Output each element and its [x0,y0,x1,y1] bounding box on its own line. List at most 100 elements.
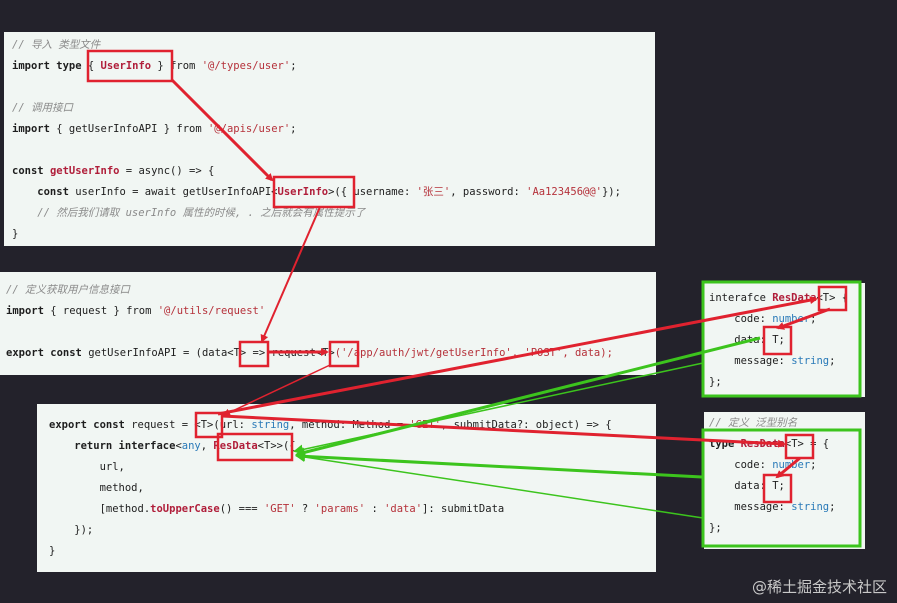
code-token: // 然后我们请取 userInfo 属性的时候, . 之后就会有属性提示了 [12,207,366,219]
code-panel-resdata-interface: interafce ResData<T> { code: number; dat… [704,283,865,397]
code-line: data: T; [709,479,785,493]
code-token: ; [290,60,297,72]
code-token: , submitData?: object) => { [440,419,612,431]
code-line: // 导入 类型文件 [12,38,100,52]
code-token: ; [829,501,836,513]
arrow-request-def-to-interface [217,296,818,416]
code-token: toUpperCase [150,503,220,515]
code-token: string [251,419,290,431]
arrow-generic-to-api-param [260,206,321,343]
code-token: const [12,165,50,177]
highlight-resdata-return [216,432,294,462]
highlight-t-request-def [194,411,224,439]
code-token: ? [295,503,315,515]
arrow-request-call-to-def [222,364,331,417]
code-token: '@/types/user' [201,60,291,72]
code-token: data: T; [709,480,785,492]
code-token: <T> [227,347,247,359]
code-token: () === [219,503,264,515]
highlight-t-alias-data [762,473,793,504]
arrow-interface-t-to-data [776,307,831,330]
code-token: return [49,440,119,452]
code-line: import type { UserInfo } from '@/types/u… [12,59,297,73]
code-token: request = [131,419,195,431]
watermark-text: @稀土掘金技术社区 [751,578,887,596]
code-token: , [200,440,214,452]
code-line: import { request } from '@/utils/request… [6,304,265,318]
code-token: }; [709,376,722,388]
code-token: ]: submitData [422,503,505,515]
arrow-interface-to-resdata-thick [295,336,761,458]
code-token: // 定义 泛型别名 [709,417,798,429]
code-line: interafce ResData<T> { [709,291,848,305]
code-token: { getUserInfoAPI } from [56,123,208,135]
code-token: : [365,503,385,515]
code-line: // 定义 泛型别名 [709,416,797,430]
code-line: message: string; [709,500,835,514]
arrow-alias-t-to-data [775,456,801,479]
code-line: // 然后我们请取 userInfo 属性的时候, . 之后就会有属性提示了 [12,206,365,220]
code-token: }); [601,186,621,198]
code-token: , password: [450,186,527,198]
code-token: }); [49,524,94,536]
code-line: [method.toUpperCase() === 'GET' ? 'param… [49,502,505,516]
code-token: method, [49,482,144,494]
code-token: <T>>({ [257,440,296,452]
code-line: const getUserInfo = async() => { [12,164,214,178]
code-token: 'GET' [263,503,296,515]
code-token: url, [49,461,125,473]
highlight-t-data-param [238,340,270,368]
code-line: import { getUserInfoAPI } from '@/apis/u… [12,122,297,136]
code-token: // 调用接口 [12,102,73,114]
code-token: message: [709,355,792,367]
code-token: code: [709,459,773,471]
code-token: export const [6,347,89,359]
code-line: url, [49,460,125,474]
code-line: code: number; [709,312,816,326]
code-token: UserInfo [100,60,152,72]
arrow-alias-to-resdata [295,452,704,519]
highlight-t-alias-header [784,433,815,460]
code-line: const userInfo = await getUserInfoAPI<Us… [12,185,621,199]
code-panel-user-component: // 导入 类型文件 import type { UserInfo } from … [4,32,655,246]
code-token: 'data' [384,503,423,515]
code-token: = async() => { [119,165,215,177]
code-line: // 定义获取用户信息接口 [6,283,130,297]
code-token: 'params' [314,503,366,515]
code-token: // 定义获取用户信息接口 [6,284,130,296]
code-token: ; [829,355,836,367]
arrow-alias-to-resdata-thick [295,451,703,479]
code-line: }; [709,521,722,535]
green-box-type-alias [701,428,862,548]
code-token: <T> [194,419,214,431]
code-line: method, [49,481,144,495]
code-token: code: [709,313,773,325]
arrow-userinfo-to-generic [170,78,274,182]
code-token: { [81,60,101,72]
code-token: 'Aa123456@@' [526,186,602,198]
code-token: ResData [213,440,258,452]
highlight-userinfo-generic [272,175,356,209]
code-token: >({ username: [328,186,417,198]
code-token: import [12,60,57,72]
code-line: return interface<any, ResData<T>>({ [49,439,296,453]
code-token: '@/apis/user' [207,123,291,135]
code-line: // 调用接口 [12,101,73,115]
code-token: ; [810,313,817,325]
code-token: import [6,305,51,317]
code-token: }; [709,522,722,534]
code-line: } [12,227,18,241]
code-token: [method. [49,503,151,515]
code-token: interface [118,440,176,452]
code-token: '张三' [416,186,451,198]
code-token: '@/utils/request' [157,305,266,317]
highlight-t-interface-header [817,285,848,312]
code-token: UserInfo [277,186,329,198]
code-token: interafce [709,292,773,304]
code-token: type [56,60,82,72]
code-line: }); [49,523,93,537]
code-panel-api-definition: // 定义获取用户信息接口 import { request } from '@/… [0,272,656,375]
code-token: } [49,545,56,557]
code-token: string [791,355,830,367]
